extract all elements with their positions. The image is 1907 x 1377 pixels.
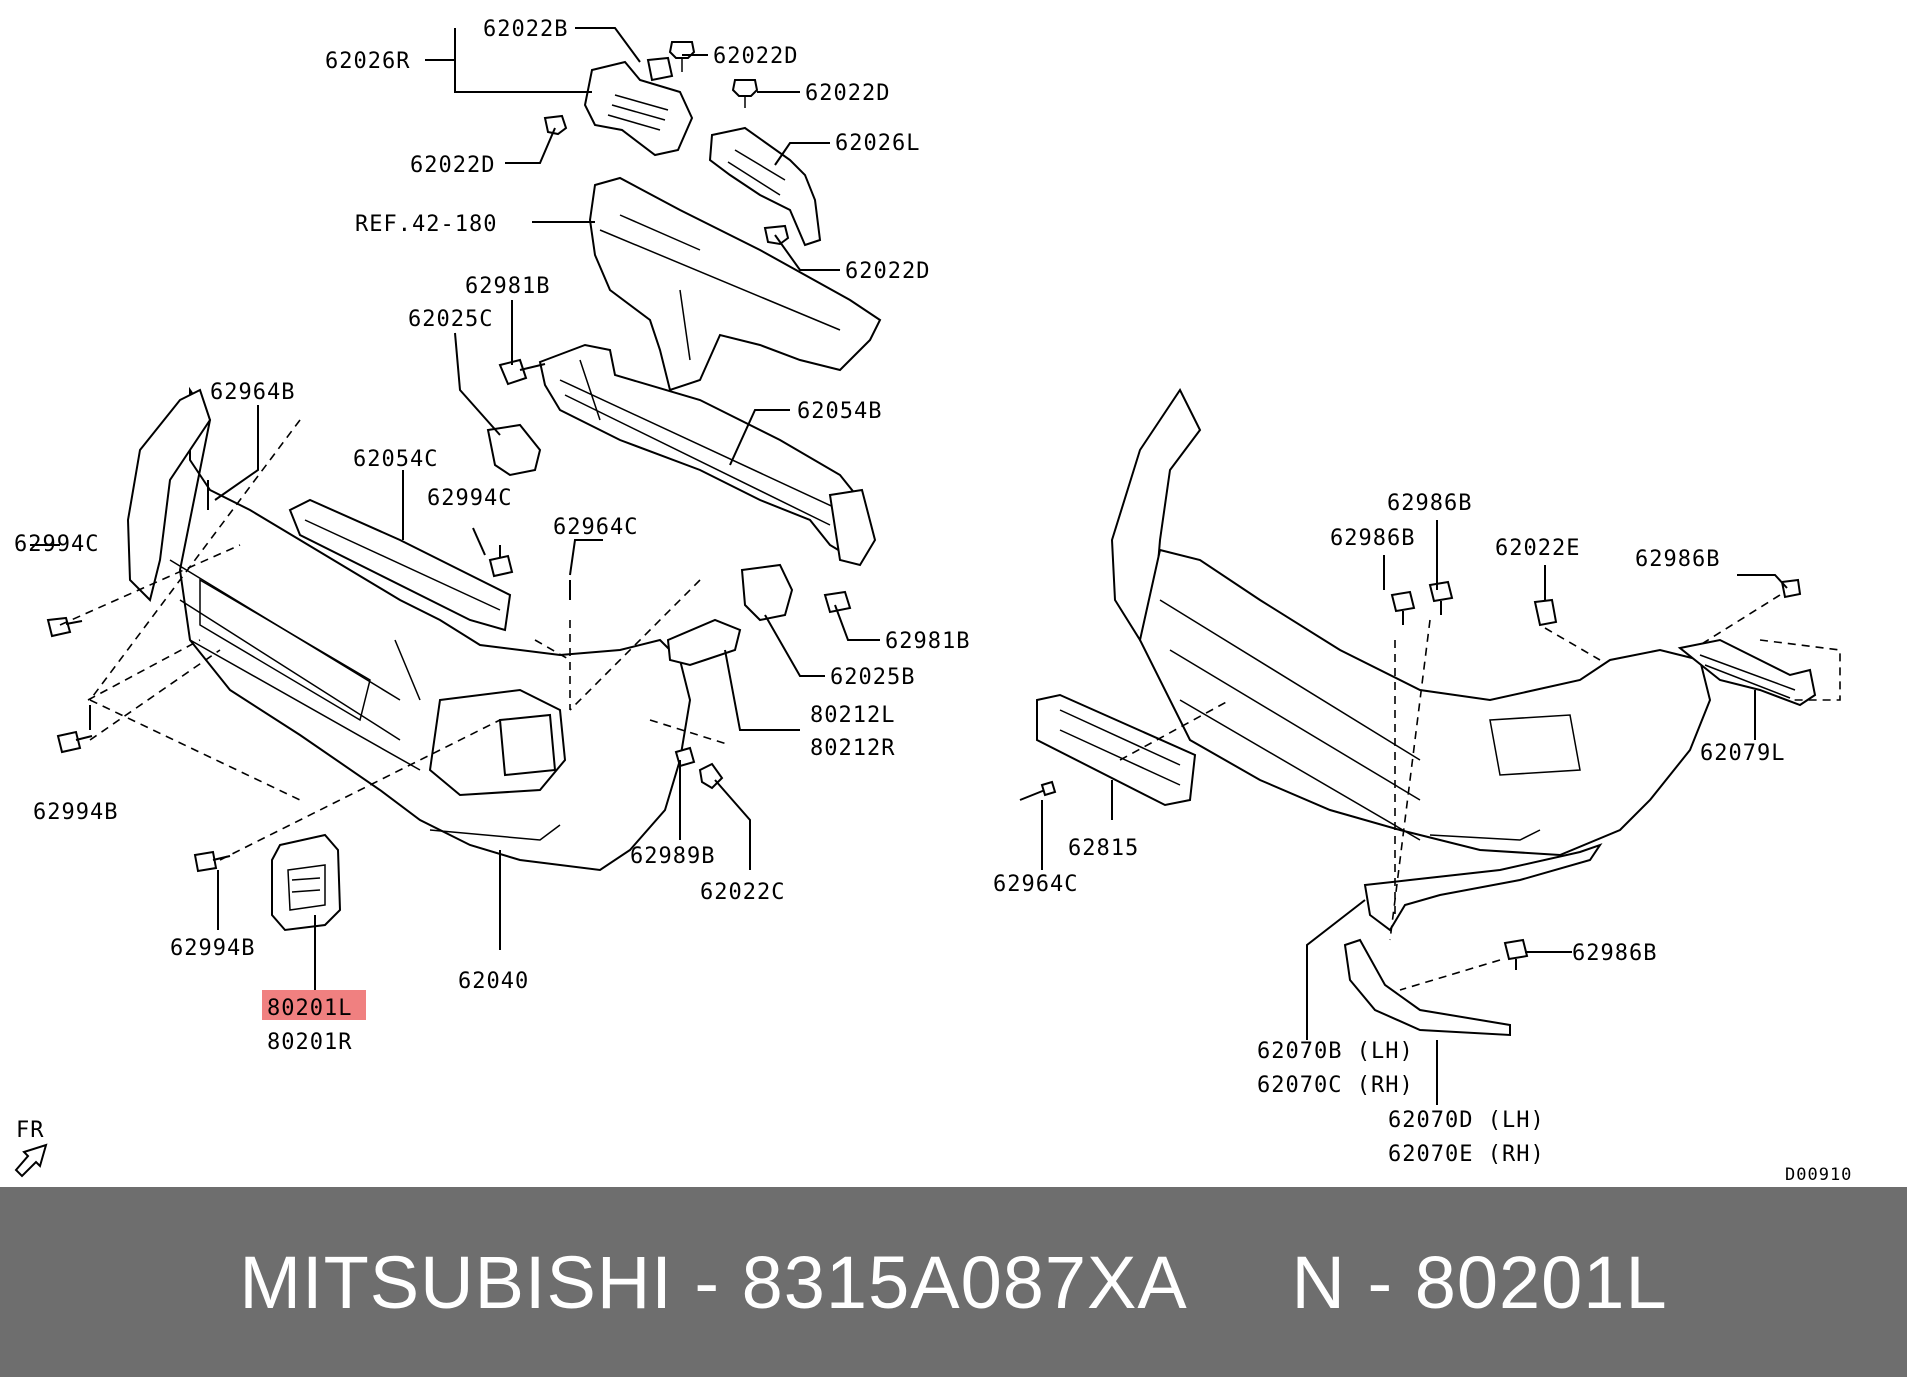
- label-62981b-2: 62981B: [885, 629, 970, 654]
- label-62022d-2: 62022D: [805, 81, 890, 106]
- label-62022e: 62022E: [1495, 536, 1580, 561]
- label-62986b-2: 62986B: [1330, 526, 1415, 551]
- leader-lines-right: [1041, 520, 1788, 1105]
- nut-clip-drawing: [674, 746, 724, 790]
- license-bracket-62815-drawing: [1036, 693, 1197, 807]
- label-62994b-1: 62994B: [33, 800, 118, 825]
- label-62964c-2: 62964C: [993, 872, 1078, 897]
- upper-beam-62054c-drawing: [288, 498, 512, 632]
- label-62026l: 62026L: [835, 131, 920, 156]
- label-62070b-lh: 62070B (LH): [1257, 1039, 1414, 1064]
- label-62054c: 62054C: [353, 447, 438, 472]
- bolts-62994-drawing: [46, 545, 514, 873]
- reinforcement-62054b-drawing: [538, 343, 877, 567]
- pins-62964-drawing: [207, 480, 571, 600]
- label-fr: FR: [16, 1118, 45, 1143]
- bolt-62981b-drawing: [498, 358, 852, 614]
- label-62070c-rh: 62070C (RH): [1257, 1073, 1414, 1098]
- label-62025c: 62025C: [408, 307, 493, 332]
- label-62026r: 62026R: [325, 49, 410, 74]
- exploded-parts-diagram: 62022B 62026R 62022D 62022D 62022D 62026…: [14, 17, 1852, 1185]
- fog-cover-80201l-drawing: [271, 833, 342, 932]
- label-62022d-1: 62022D: [713, 44, 798, 69]
- label-62815: 62815: [1068, 836, 1139, 861]
- label-80212l: 80212L: [810, 703, 895, 728]
- front-direction-arrow-icon: [14, 1143, 48, 1178]
- bumper-62040-drawing: [126, 386, 692, 872]
- label-62981b-1: 62981B: [465, 274, 550, 299]
- label-62986b-1: 62986B: [1387, 491, 1472, 516]
- label-62989b: 62989B: [630, 844, 715, 869]
- part-highlight: [262, 990, 366, 1020]
- spacer-62025-drawing: [486, 423, 794, 622]
- label-62964b: 62964B: [210, 380, 295, 405]
- label-62994b-2: 62994B: [170, 936, 255, 961]
- label-62022c: 62022C: [700, 880, 785, 905]
- label-ref-42-180: REF.42-180: [355, 212, 497, 237]
- label-80201r: 80201R: [267, 1030, 352, 1055]
- label-62079l: 62079L: [1700, 741, 1785, 766]
- label-62054b: 62054B: [797, 399, 882, 424]
- clip-62022d-top-drawing: [543, 41, 790, 246]
- label-62070e-rh: 62070E (RH): [1388, 1142, 1545, 1167]
- molding-62070-drawing: [1343, 843, 1603, 1037]
- dashed-assembly-lines-right: [1119, 594, 1841, 991]
- label-62986b-3: 62986B: [1635, 547, 1720, 572]
- label-62022d-3: 62022D: [410, 153, 495, 178]
- leader-lines-left: [30, 27, 880, 995]
- dashed-assembly-lines-left: [59, 419, 731, 861]
- label-diagram-code: D00910: [1785, 1165, 1852, 1185]
- clip-62022e-drawing: [1533, 598, 1558, 627]
- label-62025b: 62025B: [830, 665, 915, 690]
- bolts-62986b-drawing: [1390, 578, 1802, 970]
- label-62994c-1: 62994C: [427, 486, 512, 511]
- label-62022b: 62022B: [483, 17, 568, 42]
- label-62022d-4: 62022D: [845, 259, 930, 284]
- part-number-banner: MITSUBISHI - 8315A087XA N - 80201L: [0, 1187, 1907, 1377]
- label-62964c-1: 62964C: [553, 515, 638, 540]
- pin-62964c-right-drawing: [1019, 780, 1057, 801]
- part-number-text: MITSUBISHI - 8315A087XA N - 80201L: [239, 1240, 1668, 1324]
- label-80212r: 80212R: [810, 736, 895, 761]
- fog-bezel-62079l-drawing: [1677, 638, 1817, 707]
- label-80201l: 80201L: [267, 996, 352, 1021]
- label-62994c-2: 62994C: [14, 532, 99, 557]
- bumper-rear-view-drawing: [1110, 388, 1712, 857]
- label-62040: 62040: [458, 969, 529, 994]
- bracket-62026r-drawing: [583, 56, 694, 157]
- radiator-support-ref-drawing: [588, 176, 882, 392]
- label-62986b-4: 62986B: [1572, 941, 1657, 966]
- bracket-80212-drawing: [666, 618, 742, 667]
- label-62070d-lh: 62070D (LH): [1388, 1108, 1545, 1133]
